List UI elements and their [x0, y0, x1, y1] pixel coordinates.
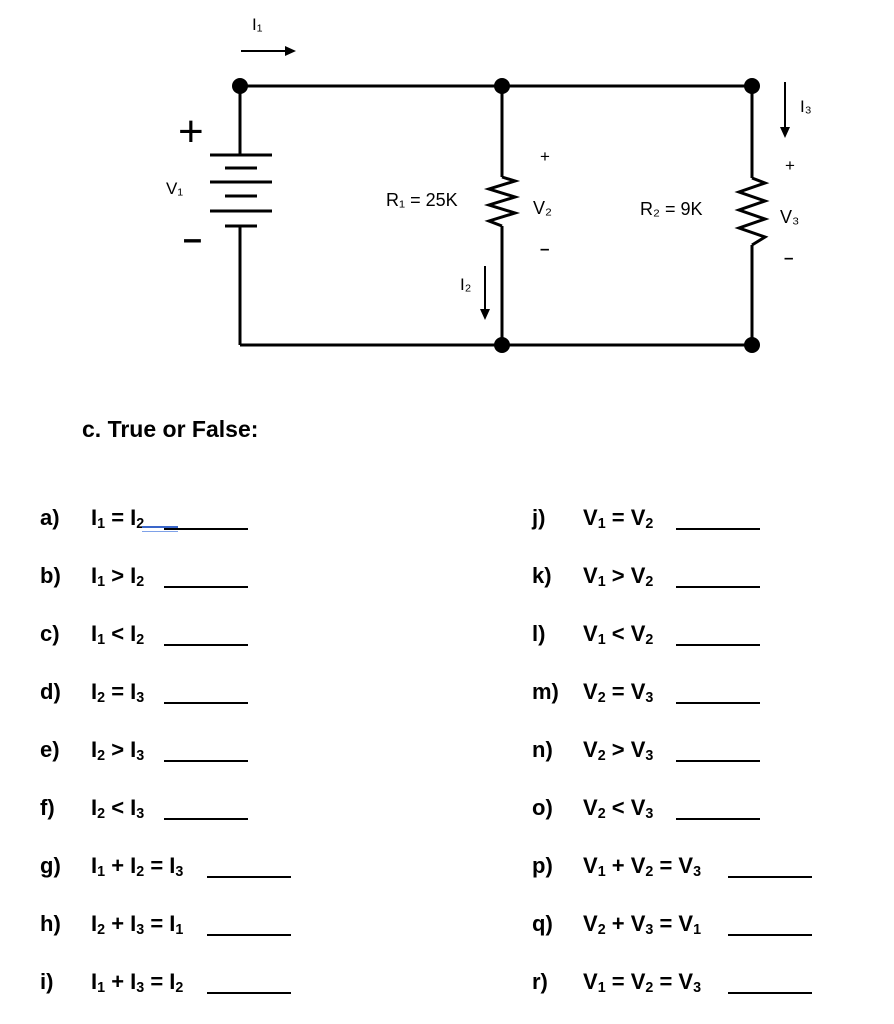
item-expression: I1 + I2 = I3 [91, 853, 184, 880]
answer-blank[interactable] [728, 934, 812, 936]
true-false-item: h) I2 + I3 = I1 [40, 911, 400, 941]
answer-blank[interactable] [164, 818, 248, 820]
item-expression: V2 < V3 [583, 795, 654, 822]
item-expression: V1 + V2 = V3 [583, 853, 702, 880]
item-expression: V1 < V2 [583, 621, 654, 648]
answer-blank[interactable] [676, 586, 760, 588]
answer-blank[interactable] [164, 702, 248, 704]
battery-symbol [210, 153, 272, 228]
true-false-item: d) I2 = I3 [40, 679, 400, 709]
true-false-item: j) V1 = V2 [532, 505, 892, 535]
source-v1-label: V₁ [166, 179, 183, 198]
item-letter: p) [532, 853, 553, 878]
v3-minus-sign: – [784, 248, 793, 267]
true-false-item: c) I1 < I2 [40, 621, 400, 651]
item-expression: V2 > V3 [583, 737, 654, 764]
item-expression: I2 < I3 [91, 795, 145, 822]
section-title: c. True or False: [82, 416, 259, 442]
source-minus-sign: – [183, 220, 202, 258]
item-expression: V1 = V2 [583, 505, 654, 532]
true-false-item: n) V2 > V3 [532, 737, 892, 767]
circuit-diagram: I₁ I₂ I₃ + – V₁ R₁ = 25K R₂ = 9K + V₂ – … [166, 15, 812, 353]
item-letter: d) [40, 679, 61, 704]
item-expression: V1 = V2 = V3 [583, 969, 702, 996]
resistor-r2-symbol [734, 176, 770, 247]
item-letter: i) [40, 969, 54, 994]
resistor-r1-symbol [483, 175, 521, 228]
v2-label: V₂ [533, 198, 552, 218]
item-expression: V2 + V3 = V1 [583, 911, 702, 938]
item-expression: I1 + I3 = I2 [91, 969, 184, 996]
answer-blank[interactable] [676, 644, 760, 646]
v2-plus-sign: + [540, 147, 550, 166]
true-false-item: l) V1 < V2 [532, 621, 892, 651]
item-letter: c) [40, 621, 60, 646]
item-expression: I1 = I2 [91, 505, 145, 532]
i1-label: I₁ [252, 15, 263, 34]
item-expression: I2 > I3 [91, 737, 145, 764]
i3-label: I₃ [800, 97, 812, 116]
answer-blank[interactable] [164, 644, 248, 646]
source-plus-sign: + [178, 107, 204, 156]
answer-blank[interactable] [676, 528, 760, 530]
true-false-item: q) V2 + V3 = V1 [532, 911, 892, 941]
item-letter: r) [532, 969, 548, 994]
r2-label: R₂ = 9K [640, 199, 703, 219]
item-letter: e) [40, 737, 60, 762]
item-letter: h) [40, 911, 61, 936]
answer-blank[interactable] [207, 992, 291, 994]
true-false-item: b) I1 > I2 [40, 563, 400, 593]
answer-blank[interactable] [164, 586, 248, 588]
true-false-item: r) V1 = V2 = V3 [532, 969, 892, 999]
item-expression: V1 > V2 [583, 563, 654, 590]
item-expression: V2 = V3 [583, 679, 654, 706]
item-letter: k) [532, 563, 552, 588]
true-false-item: a) I1 = I2 [40, 505, 400, 535]
answer-blank[interactable] [207, 876, 291, 878]
item-letter: m) [532, 679, 559, 704]
v3-plus-sign: + [785, 156, 795, 175]
answer-blank[interactable] [728, 992, 812, 994]
item-expression: I1 < I2 [91, 621, 145, 648]
item-letter: g) [40, 853, 61, 878]
item-expression: I2 + I3 = I1 [91, 911, 184, 938]
item-letter: f) [40, 795, 55, 820]
v3-label: V₃ [780, 207, 799, 227]
item-letter: o) [532, 795, 553, 820]
v2-minus-sign: – [540, 239, 549, 258]
answer-blank[interactable] [676, 760, 760, 762]
true-false-item: p) V1 + V2 = V3 [532, 853, 892, 883]
true-false-item: o) V2 < V3 [532, 795, 892, 825]
answer-blank[interactable] [142, 526, 248, 532]
item-expression: I1 > I2 [91, 563, 145, 590]
item-letter: b) [40, 563, 61, 588]
node-dot [232, 78, 248, 94]
answer-blank[interactable] [728, 876, 812, 878]
true-false-item: k) V1 > V2 [532, 563, 892, 593]
true-false-item: e) I2 > I3 [40, 737, 400, 767]
answer-blank[interactable] [164, 760, 248, 762]
current-arrow-i2 [480, 266, 490, 320]
answer-blank[interactable] [676, 702, 760, 704]
node-dot [744, 337, 760, 353]
r1-label: R₁ = 25K [386, 190, 458, 210]
node-dot [494, 337, 510, 353]
current-arrow-i3 [780, 82, 790, 138]
true-false-item: m) V2 = V3 [532, 679, 892, 709]
current-arrow-i1 [241, 46, 296, 56]
true-false-item: i) I1 + I3 = I2 [40, 969, 400, 999]
item-letter: a) [40, 505, 60, 530]
answer-blank[interactable] [207, 934, 291, 936]
item-letter: l) [532, 621, 546, 646]
i2-label: I₂ [460, 275, 471, 294]
answer-blank[interactable] [676, 818, 760, 820]
item-letter: n) [532, 737, 553, 762]
item-letter: q) [532, 911, 553, 936]
node-dot [494, 78, 510, 94]
item-expression: I2 = I3 [91, 679, 145, 706]
true-false-item: f) I2 < I3 [40, 795, 400, 825]
node-dot [744, 78, 760, 94]
item-letter: j) [532, 505, 546, 530]
true-false-item: g) I1 + I2 = I3 [40, 853, 400, 883]
